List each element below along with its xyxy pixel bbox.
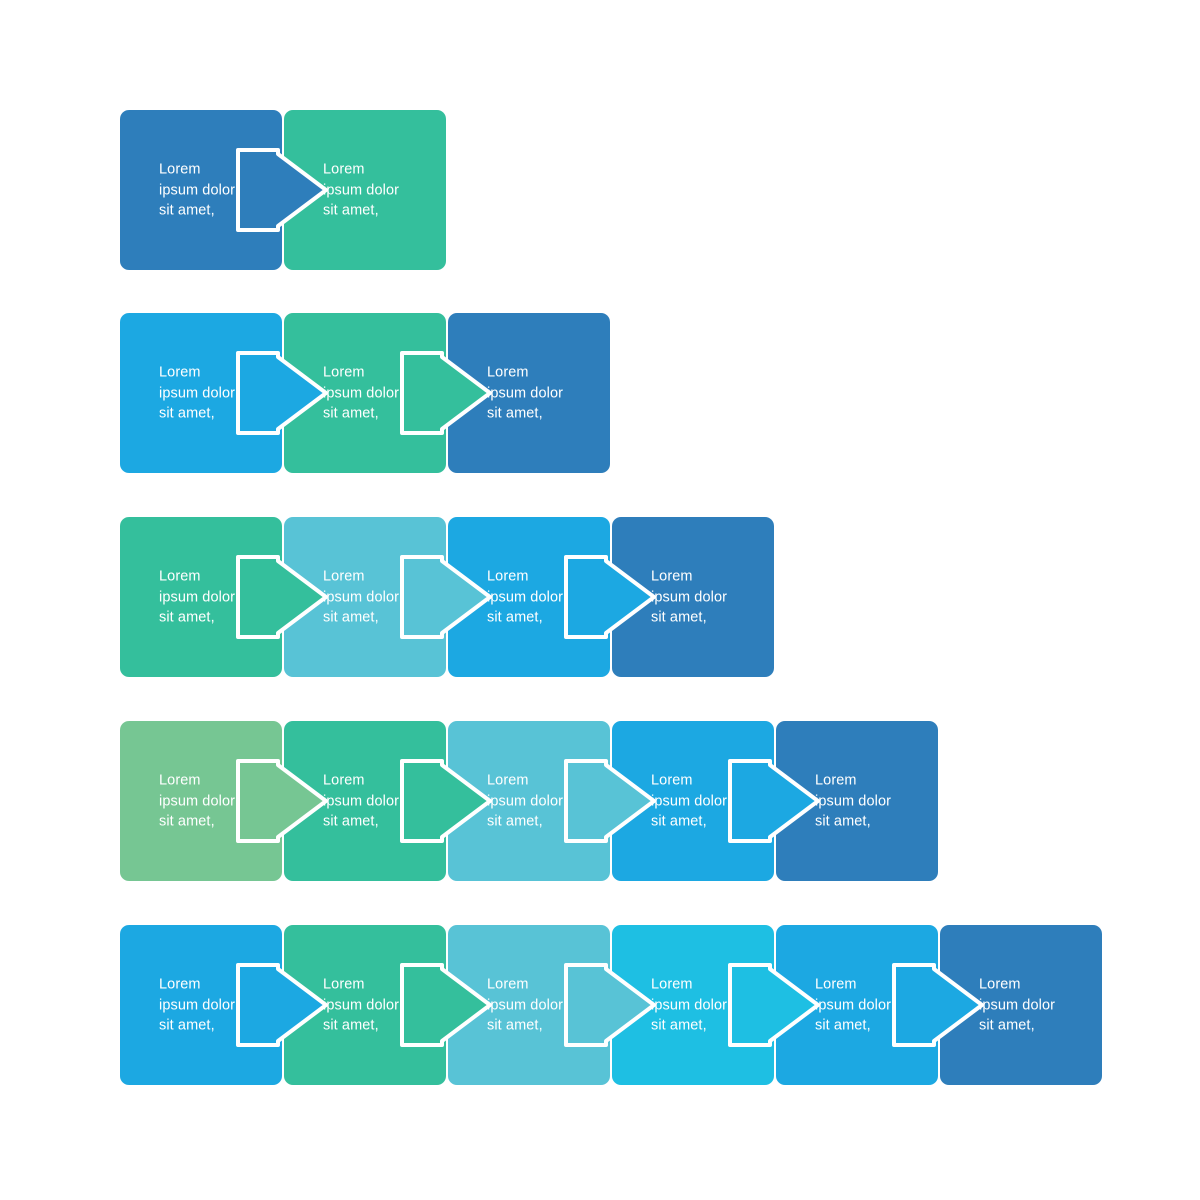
step-arrow-connector xyxy=(236,925,332,1085)
process-row-5-steps: Lorem ipsum dolor sit amet,Lorem ipsum d… xyxy=(120,721,938,881)
process-step-label: Lorem ipsum dolor sit amet, xyxy=(651,568,728,626)
arrow-connector-icon xyxy=(400,963,492,1047)
process-step-label: Lorem ipsum dolor sit amet, xyxy=(815,772,892,830)
arrow-connector-icon xyxy=(400,759,492,843)
arrow-connector-icon xyxy=(236,759,328,843)
process-step-label: Lorem ipsum dolor sit amet, xyxy=(487,364,564,422)
arrow-connector-icon xyxy=(236,148,328,232)
arrow-connector-icon xyxy=(400,351,492,435)
step-arrow-connector xyxy=(236,313,332,473)
step-arrow-connector xyxy=(728,925,824,1085)
step-arrow-connector xyxy=(400,721,496,881)
process-row-6-steps: Lorem ipsum dolor sit amet,Lorem ipsum d… xyxy=(120,925,1102,1085)
arrow-connector-icon xyxy=(564,963,656,1047)
arrow-connector-icon xyxy=(728,759,820,843)
arrow-connector-icon xyxy=(236,963,328,1047)
arrow-connector-icon xyxy=(564,555,656,639)
process-step-label: Lorem ipsum dolor sit amet, xyxy=(979,976,1056,1034)
arrow-connector-icon xyxy=(564,759,656,843)
step-arrow-connector xyxy=(236,721,332,881)
step-arrow-connector xyxy=(728,721,824,881)
process-step-label: Lorem ipsum dolor sit amet, xyxy=(323,161,400,219)
step-arrow-connector xyxy=(564,721,660,881)
step-arrow-connector xyxy=(564,517,660,677)
step-arrow-connector xyxy=(236,517,332,677)
step-arrow-connector xyxy=(564,925,660,1085)
arrow-connector-icon xyxy=(236,555,328,639)
step-arrow-connector xyxy=(400,517,496,677)
arrow-connector-icon xyxy=(892,963,984,1047)
step-arrow-connector xyxy=(236,110,332,270)
step-arrow-connector xyxy=(892,925,988,1085)
process-row-2-steps: Lorem ipsum dolor sit amet,Lorem ipsum d… xyxy=(120,110,446,270)
arrow-connector-icon xyxy=(728,963,820,1047)
step-arrow-connector xyxy=(400,313,496,473)
process-row-3-steps: Lorem ipsum dolor sit amet,Lorem ipsum d… xyxy=(120,313,610,473)
step-arrow-connector xyxy=(400,925,496,1085)
process-row-4-steps: Lorem ipsum dolor sit amet,Lorem ipsum d… xyxy=(120,517,774,677)
arrow-connector-icon xyxy=(400,555,492,639)
arrow-connector-icon xyxy=(236,351,328,435)
